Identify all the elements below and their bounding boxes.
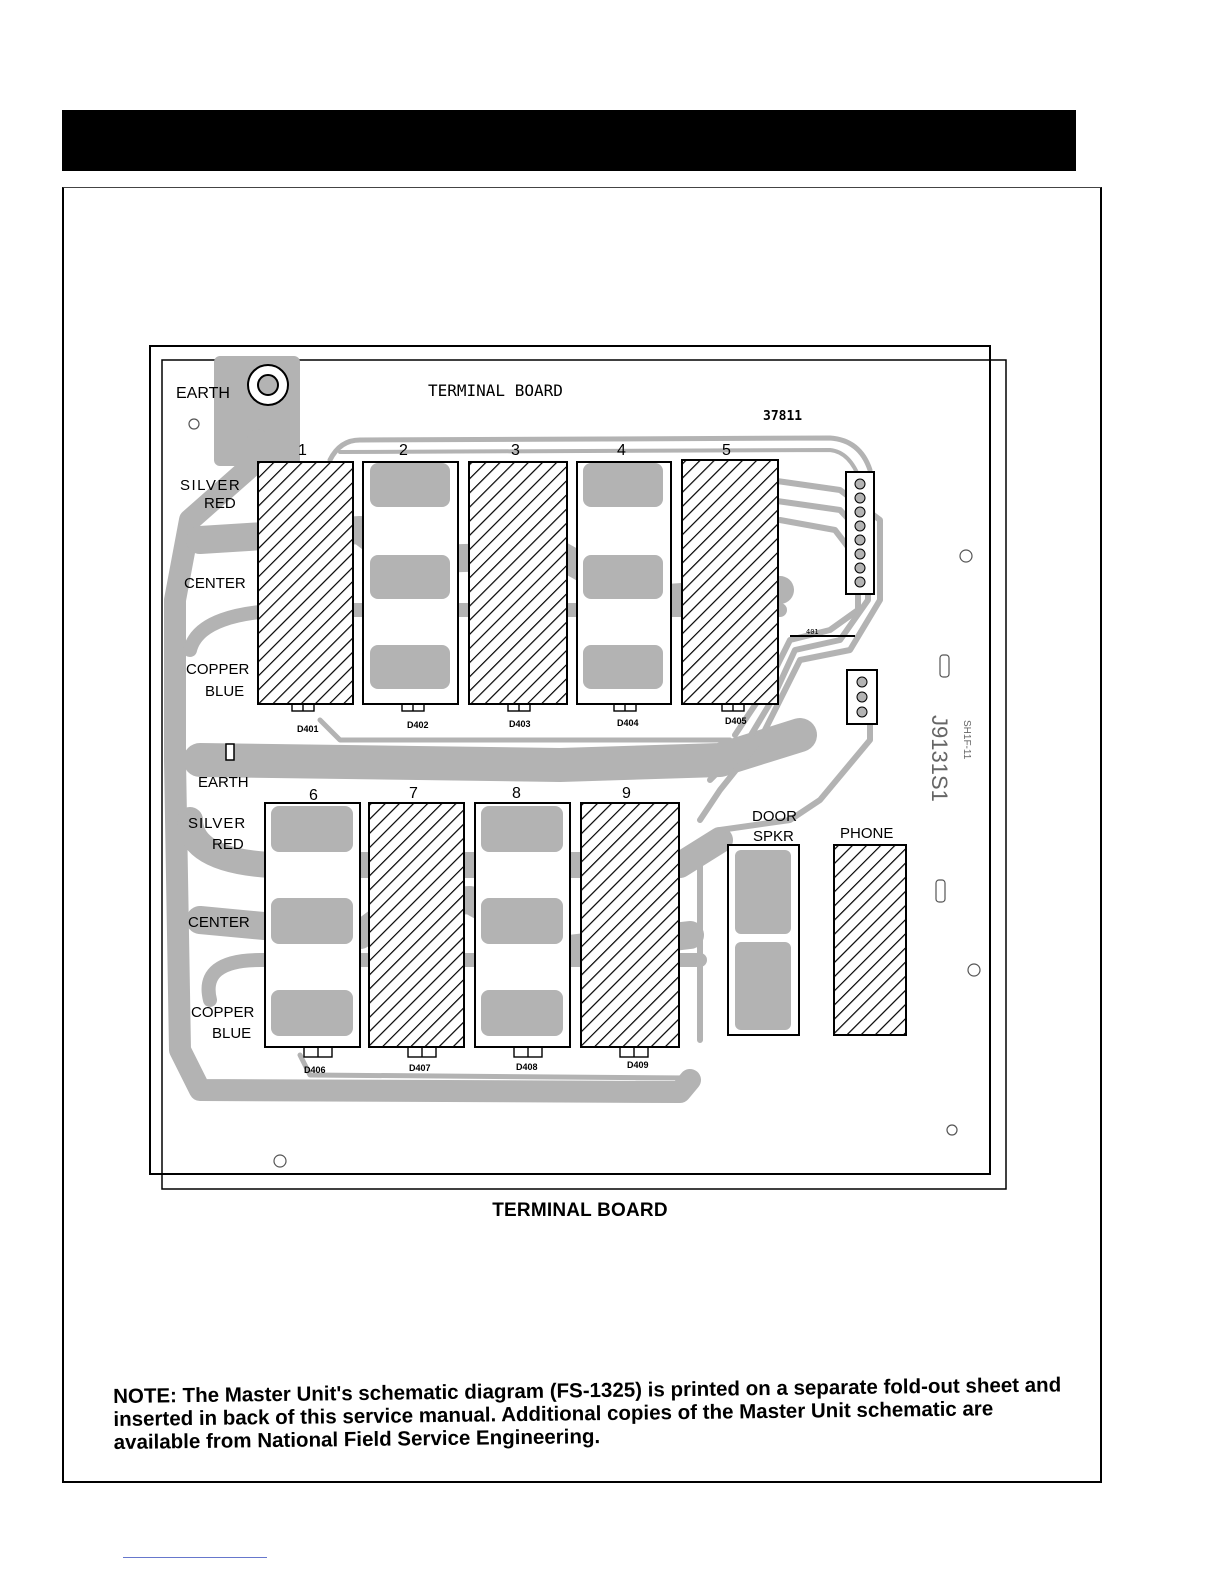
trace-bottom-bus (297, 1052, 693, 1081)
trace-d-bus-top (317, 717, 733, 743)
label-spkr: SPKR (753, 828, 794, 845)
mounting-slot-icon (939, 654, 950, 678)
terminal-block-9 (580, 802, 680, 1048)
diode-label-d405: D405 (725, 716, 747, 726)
terminal-number-4: 4 (617, 442, 626, 459)
door-speaker-pad-bottom (735, 942, 791, 1030)
diode-d409 (619, 1046, 649, 1058)
diode-label-d404: D404 (617, 718, 639, 728)
board-title: TERMINAL BOARD (428, 381, 563, 400)
label-earth-mid: EARTH (198, 774, 249, 791)
terminal-block-7 (368, 802, 465, 1048)
note-paragraph: NOTE: The Master Unit's schematic diagra… (113, 1373, 1062, 1454)
label-blue-upper: BLUE (205, 683, 244, 700)
diode-label-d402: D402 (407, 720, 429, 730)
mounting-hole-icon (967, 963, 981, 977)
diode-label-d403: D403 (509, 719, 531, 729)
diode-label-d401: D401 (297, 724, 319, 734)
footer-rule (123, 1557, 267, 1558)
label-silver-lower: SILVER (188, 815, 246, 832)
earth-mid-lug-icon (225, 743, 235, 761)
mounting-hole-icon (273, 1154, 287, 1168)
label-copper-lower: COPPER (191, 1004, 255, 1021)
figure-caption: TERMINAL BOARD (492, 1200, 668, 1221)
diode-d408 (513, 1046, 543, 1058)
terminal-block-5 (681, 459, 779, 705)
diode-label-d408: D408 (516, 1062, 538, 1072)
terminal-number-6: 6 (309, 787, 318, 804)
label-phone: PHONE (840, 825, 893, 842)
terminal-number-8: 8 (512, 785, 521, 802)
trace-lower-copper (201, 953, 707, 1007)
label-red-lower: RED (212, 836, 244, 853)
label-center-lower: CENTER (188, 914, 250, 931)
terminal-number-9: 9 (622, 785, 631, 802)
mounting-hole-icon (946, 1124, 958, 1136)
terminal-pads-lower (271, 806, 563, 1036)
terminal-block-1 (257, 461, 354, 705)
side-code-small: SH1F-11 (961, 720, 972, 760)
diode-label-d409: D409 (627, 1060, 649, 1070)
connector-8pin (845, 471, 875, 595)
label-earth-top: EARTH (176, 385, 230, 402)
label-silver-upper: SILVER (180, 477, 241, 494)
diode-d407 (407, 1046, 437, 1058)
door-speaker-pad-top (735, 850, 791, 934)
mounting-holes (188, 418, 981, 1168)
label-center-upper: CENTER (184, 575, 246, 592)
header-bar (62, 110, 1076, 171)
board-outer-outline (149, 345, 991, 1175)
label-blue-lower: BLUE (212, 1025, 251, 1042)
terminal-number-7: 7 (409, 785, 418, 802)
terminal-block-3 (468, 461, 568, 705)
label-copper-upper: COPPER (186, 661, 250, 678)
board-inner-outline (161, 359, 1007, 1190)
terminal-blocks-upper (257, 459, 779, 705)
connector-3pin-holes (856, 676, 868, 718)
resistor-label: 401 (806, 628, 819, 636)
trace-earth-midbar (183, 718, 817, 782)
diode-label-d407: D407 (409, 1063, 431, 1073)
earth-lug-inner-icon (257, 374, 279, 396)
trace-top-bus (327, 435, 873, 473)
trace-earth-spine (164, 429, 701, 1103)
trace-phone-run (697, 697, 873, 1043)
mounting-slot-icon (935, 879, 946, 903)
terminal-number-3: 3 (511, 442, 520, 459)
board-part-number: 37811 (763, 409, 802, 424)
mounting-hole-icon (959, 549, 973, 563)
terminal-number-5: 5 (722, 442, 731, 459)
side-code: J9131S1 (927, 715, 952, 802)
diode-label-d406: D406 (304, 1065, 326, 1075)
diode-d406 (303, 1046, 333, 1058)
label-door: DOOR (752, 808, 797, 825)
label-red-upper: RED (204, 495, 236, 512)
connector-8pin-holes (854, 478, 866, 588)
page-frame (62, 187, 1102, 1483)
mounting-hole-icon (188, 418, 200, 430)
phone-block (833, 844, 907, 1036)
terminal-number-2: 2 (399, 442, 408, 459)
terminal-pads-upper (370, 463, 663, 689)
terminal-number-1: 1 (298, 442, 307, 459)
